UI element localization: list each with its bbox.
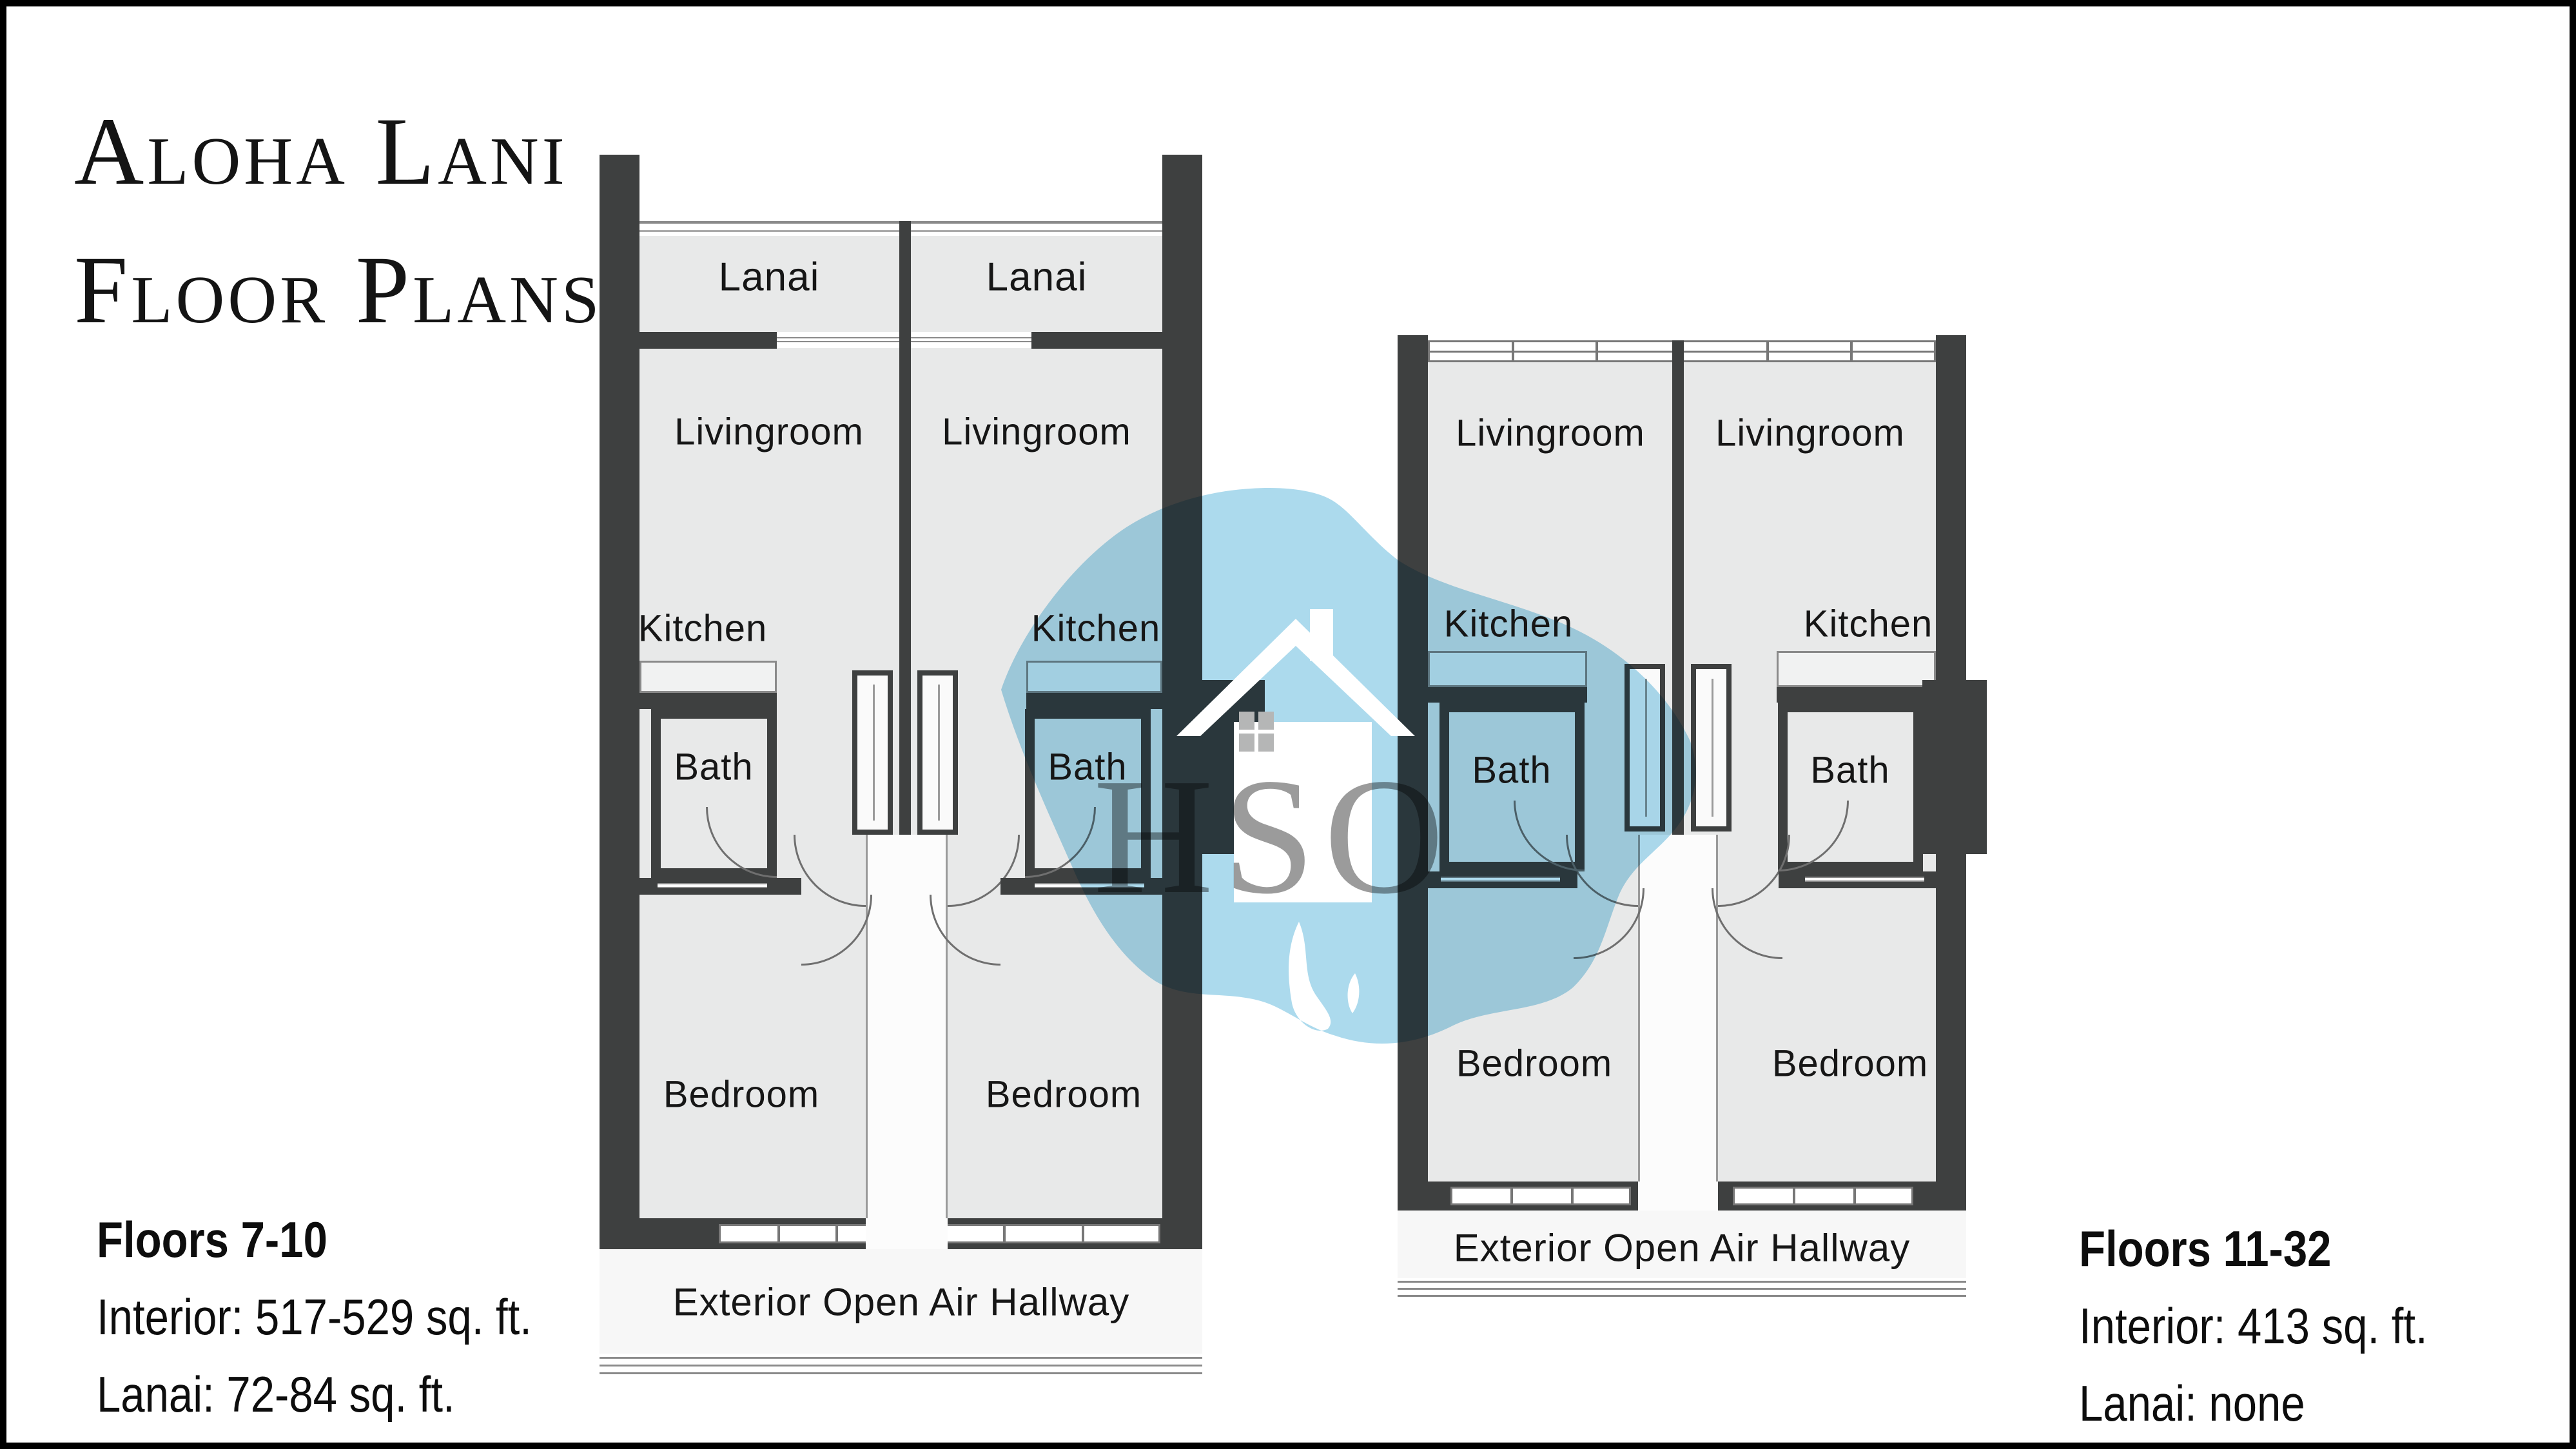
sliding-door-lanai-unit1 bbox=[777, 337, 899, 342]
corridor-through-wall bbox=[1638, 1182, 1718, 1211]
hallway-label-right-plan: Exterior Open Air Hallway bbox=[1453, 1226, 1911, 1270]
room-label-kitchen: Kitchen bbox=[638, 607, 768, 650]
lanai-sqft-left: Lanai: 72-84 sq. ft. bbox=[97, 1366, 455, 1423]
wall-lanai-right bbox=[1031, 332, 1162, 349]
house-roof bbox=[1176, 619, 1415, 736]
closet-slider-unit4 bbox=[1805, 877, 1924, 882]
window-mullion bbox=[1003, 1226, 1006, 1241]
house-window bbox=[1239, 712, 1274, 752]
window-mullion bbox=[1793, 1189, 1795, 1203]
hallway-band-left-plan bbox=[600, 1249, 1202, 1354]
room-label-bedroom: Bedroom bbox=[1771, 1042, 1929, 1085]
hallway-line bbox=[600, 1357, 1202, 1359]
elevator-block-right-plan bbox=[1922, 680, 1987, 854]
hallway-band-right-plan bbox=[1398, 1211, 1966, 1278]
hallway-line bbox=[1398, 1288, 1966, 1290]
window-mullion bbox=[1510, 1189, 1513, 1203]
hallway-line bbox=[1398, 1295, 1966, 1297]
watermark-house-icon bbox=[1176, 609, 1415, 902]
center-wall-right-plan bbox=[1672, 340, 1684, 835]
closet-slider-line bbox=[1711, 678, 1713, 817]
house-body bbox=[1234, 722, 1372, 902]
window-mullion bbox=[1512, 342, 1514, 360]
window-mullion bbox=[835, 1226, 838, 1241]
window-mullion bbox=[1853, 1189, 1856, 1203]
closet-slider-unit1 bbox=[658, 883, 767, 888]
room-label-kitchen: Kitchen bbox=[1443, 603, 1574, 645]
room-label-bedroom: Bedroom bbox=[985, 1073, 1142, 1116]
closet-unit4 bbox=[1691, 664, 1732, 831]
floors-range-right: Floors 11-32 bbox=[2079, 1220, 2332, 1277]
room-label-bath: Bath bbox=[1810, 749, 1890, 792]
room-label-lanai: Lanai bbox=[718, 255, 820, 300]
closet-slider-line bbox=[937, 685, 940, 821]
wall-lanai-left bbox=[639, 332, 777, 349]
window-mullion bbox=[1850, 342, 1853, 360]
interior-sqft-right: Interior: 413 sq. ft. bbox=[2079, 1298, 2428, 1354]
interior-sqft-left: Interior: 517-529 sq. ft. bbox=[97, 1289, 532, 1345]
room-label-bedroom: Bedroom bbox=[1456, 1042, 1613, 1085]
entry-corridor-right-plan bbox=[1638, 835, 1718, 1211]
sliding-door-lanai-unit2 bbox=[911, 337, 1031, 342]
window-mullion bbox=[1571, 1189, 1574, 1203]
room-label-livingroom: Livingroom bbox=[1456, 412, 1645, 454]
window-mullion bbox=[1595, 342, 1598, 360]
page-title-line2: Floor Plans bbox=[74, 237, 603, 344]
wall-under-counter-unit4 bbox=[1777, 687, 1936, 703]
kitchen-counter-unit4 bbox=[1777, 651, 1936, 687]
room-label-livingroom: Livingroom bbox=[942, 411, 1131, 453]
floors-range-left: Floors 7-10 bbox=[97, 1211, 327, 1268]
bedroom-window-unit3 bbox=[1450, 1187, 1631, 1205]
closet-slider-line bbox=[872, 685, 875, 821]
room-label-bath: Bath bbox=[1048, 746, 1127, 788]
bedroom-window-unit4 bbox=[1733, 1187, 1913, 1205]
wall-under-counter-unit1 bbox=[639, 693, 777, 709]
lanai-sqft-right: Lanai: none bbox=[2079, 1375, 2305, 1432]
room-label-livingroom: Livingroom bbox=[1715, 412, 1905, 454]
window-mullion bbox=[1766, 342, 1769, 360]
kitchen-counter-unit1 bbox=[639, 661, 777, 693]
hallway-line bbox=[600, 1372, 1202, 1374]
outer-wall-left bbox=[600, 155, 639, 1249]
window-mullion bbox=[777, 1226, 780, 1241]
hallway-line bbox=[600, 1365, 1202, 1366]
closet-unit2 bbox=[917, 670, 958, 835]
room-label-bedroom: Bedroom bbox=[663, 1073, 820, 1116]
page-title-line1: Aloha Lani bbox=[74, 98, 568, 205]
room-label-lanai: Lanai bbox=[986, 255, 1088, 300]
center-wall-left-plan bbox=[899, 221, 911, 835]
lanai-room-left-unit1 bbox=[639, 236, 899, 332]
hallway-line bbox=[1398, 1281, 1966, 1283]
lanai-room-left-unit2 bbox=[911, 236, 1162, 332]
room-label-kitchen: Kitchen bbox=[1803, 603, 1933, 645]
room-label-bath: Bath bbox=[1472, 749, 1552, 792]
room-label-bath: Bath bbox=[674, 746, 754, 788]
room-label-livingroom: Livingroom bbox=[674, 411, 864, 453]
watermark-letters: HSO bbox=[1093, 744, 1454, 928]
window-mullion bbox=[1082, 1226, 1084, 1241]
bedroom-window-unit1 bbox=[719, 1224, 893, 1243]
closet-unit1 bbox=[852, 670, 893, 835]
corridor-through-wall bbox=[866, 1218, 948, 1249]
bedroom-window-unit2 bbox=[925, 1224, 1160, 1243]
room-label-kitchen: Kitchen bbox=[1031, 607, 1161, 650]
hallway-label-left-plan: Exterior Open Air Hallway bbox=[672, 1280, 1130, 1324]
